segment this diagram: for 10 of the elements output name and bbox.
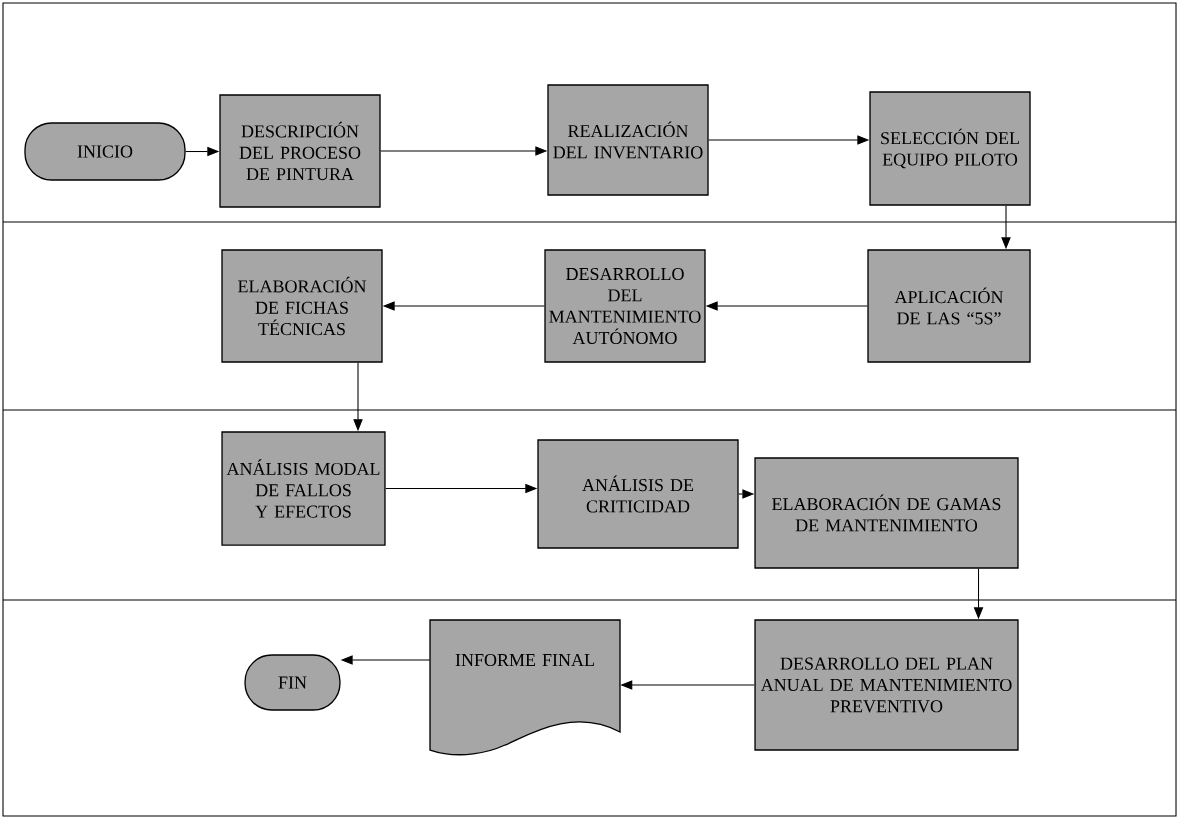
process-box: DESARROLLO DEL PLAN ANUAL DE MANTENIMIENTO PREVENTIVO bbox=[754, 619, 1019, 751]
process-box: APLICACIÓN DE LAS “5S” bbox=[867, 249, 1031, 363]
process-box: DESCRIPCIÓN DEL PROCESO DE PINTURA bbox=[219, 94, 381, 208]
process-box: ANÁLISIS DE CRITICIDAD bbox=[537, 439, 739, 549]
process-box: SELECCIÓN DEL EQUIPO PILOTO bbox=[869, 91, 1031, 206]
process-box: ELABORACIÓN DE GAMAS DE MANTENIMIENTO bbox=[754, 457, 1019, 569]
process-box: DESARROLLO DEL MANTENIMIENTO AUTÓNOMO bbox=[544, 249, 706, 363]
process-box: ELABORACIÓN DE FICHAS TÉCNICAS bbox=[221, 249, 383, 363]
process-box: ANÁLISIS MODAL DE FALLOS Y EFECTOS bbox=[221, 431, 386, 546]
process-box: REALIZACIÓN DEL INVENTARIO bbox=[547, 84, 709, 196]
